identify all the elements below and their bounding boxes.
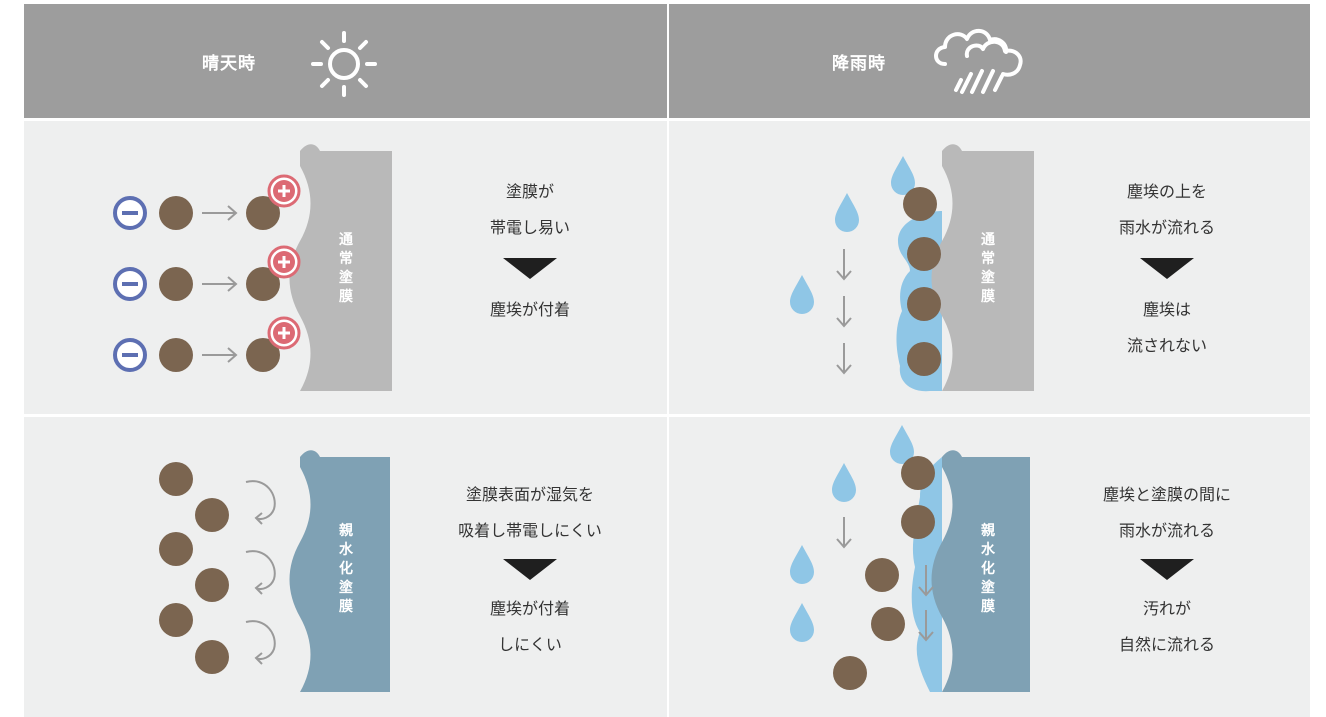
down-arrow xyxy=(836,343,852,375)
dust-particle xyxy=(159,603,193,637)
dust-particle xyxy=(903,187,937,221)
caption-line: 塗膜が xyxy=(505,182,554,201)
charge-row-3 xyxy=(113,316,301,372)
hydrophilic-film xyxy=(289,457,390,692)
dust-particle xyxy=(246,267,280,301)
water-drop xyxy=(790,275,814,314)
repel-arrow xyxy=(245,550,276,595)
caption-line: 雨水が流れる xyxy=(1118,521,1215,540)
caption-bottom-rainy-normal: 塵埃は 流されない xyxy=(1067,299,1267,357)
sun-icon xyxy=(311,31,377,97)
repel-arrow xyxy=(245,620,276,665)
sunny-hydrophilic-diagram xyxy=(159,450,390,692)
dust-particle xyxy=(195,568,229,602)
water-drop xyxy=(790,603,814,642)
caption-line: しにくい xyxy=(498,635,562,654)
caption-line: 汚れが xyxy=(1142,599,1191,618)
dust-particle xyxy=(195,498,229,532)
dust-particle xyxy=(907,237,941,271)
water-drop xyxy=(790,545,814,584)
caption-line: 吸着し帯電しにくい xyxy=(458,521,602,540)
dust-particle xyxy=(833,656,867,690)
caption-bottom-sunny-normal: 塵埃が付着 xyxy=(430,299,630,321)
down-arrow xyxy=(836,517,852,549)
caption-line: 帯電し易い xyxy=(489,218,570,237)
dust-particle xyxy=(871,607,905,641)
caption-line: 塵埃が付着 xyxy=(489,599,570,618)
caption-bottom-rainy-hydrophilic: 汚れが 自然に流れる xyxy=(1067,598,1267,656)
dust-particle xyxy=(246,196,280,230)
dust-particle xyxy=(865,558,899,592)
header-rainy: 降雨時 xyxy=(669,4,1310,118)
result-arrow xyxy=(1140,559,1194,580)
header-sunny: 晴天時 xyxy=(24,4,667,118)
dust-particle xyxy=(159,532,193,566)
caption-top-sunny-normal: 塗膜が 帯電し易い xyxy=(430,181,630,239)
dust-particle xyxy=(159,462,193,496)
dust-particle xyxy=(159,338,193,372)
rain-cloud-icon xyxy=(934,28,1023,94)
down-arrow xyxy=(836,249,852,281)
caption-line: 流されない xyxy=(1126,336,1207,355)
caption-line: 塗膜表面が湿気を xyxy=(465,485,594,504)
dust-particle xyxy=(907,342,941,376)
charge-row-2 xyxy=(113,245,301,301)
film-label-sunny-normal: 通常塗膜 xyxy=(339,232,353,305)
hydrophilic-film xyxy=(931,457,1030,692)
down-arrow xyxy=(918,610,934,642)
film-label-rainy-hydrophilic: 親水化塗膜 xyxy=(981,523,995,615)
dust-particle xyxy=(907,287,941,321)
caption-line: 雨水が流れる xyxy=(1118,218,1215,237)
normal-film xyxy=(289,151,392,391)
down-arrow xyxy=(918,565,934,597)
dust-particle xyxy=(246,338,280,372)
caption-top-sunny-hydrophilic: 塗膜表面が湿気を 吸着し帯電しにくい xyxy=(430,484,630,542)
film-label-sunny-hydrophilic: 親水化塗膜 xyxy=(339,523,353,615)
down-arrow xyxy=(836,296,852,328)
header-sunny-title: 晴天時 xyxy=(202,54,256,74)
dust-particle xyxy=(159,196,193,230)
water-drop xyxy=(835,193,859,232)
header-rainy-title: 降雨時 xyxy=(832,54,886,74)
caption-bottom-sunny-hydrophilic: 塵埃が付着 しにくい xyxy=(430,598,630,656)
result-arrow xyxy=(503,258,557,279)
charge-row-1 xyxy=(113,174,301,230)
caption-line: 塵埃は xyxy=(1142,300,1191,319)
caption-line: 自然に流れる xyxy=(1118,635,1215,654)
water-drop xyxy=(832,463,856,502)
dust-particle xyxy=(901,505,935,539)
rainy-hydrophilic-diagram xyxy=(790,425,1030,692)
repel-arrow xyxy=(245,480,276,525)
water-drop xyxy=(890,425,914,464)
water-drop xyxy=(891,156,915,195)
film-label-rainy-normal: 通常塗膜 xyxy=(981,232,995,305)
caption-line: 塵埃の上を xyxy=(1126,182,1207,201)
dust-particle xyxy=(195,640,229,674)
caption-line: 塵埃と塗膜の間に xyxy=(1102,485,1231,504)
caption-top-rainy-normal: 塵埃の上を 雨水が流れる xyxy=(1067,181,1267,239)
result-arrow xyxy=(1140,258,1194,279)
sunny-normal-diagram xyxy=(113,144,392,391)
normal-film xyxy=(931,151,1034,391)
dust-particle xyxy=(159,267,193,301)
rainy-normal-diagram xyxy=(790,144,1034,392)
dust-particle xyxy=(901,456,935,490)
caption-top-rainy-hydrophilic: 塵埃と塗膜の間に 雨水が流れる xyxy=(1067,484,1267,542)
result-arrow xyxy=(503,559,557,580)
caption-line: 塵埃が付着 xyxy=(489,300,570,319)
